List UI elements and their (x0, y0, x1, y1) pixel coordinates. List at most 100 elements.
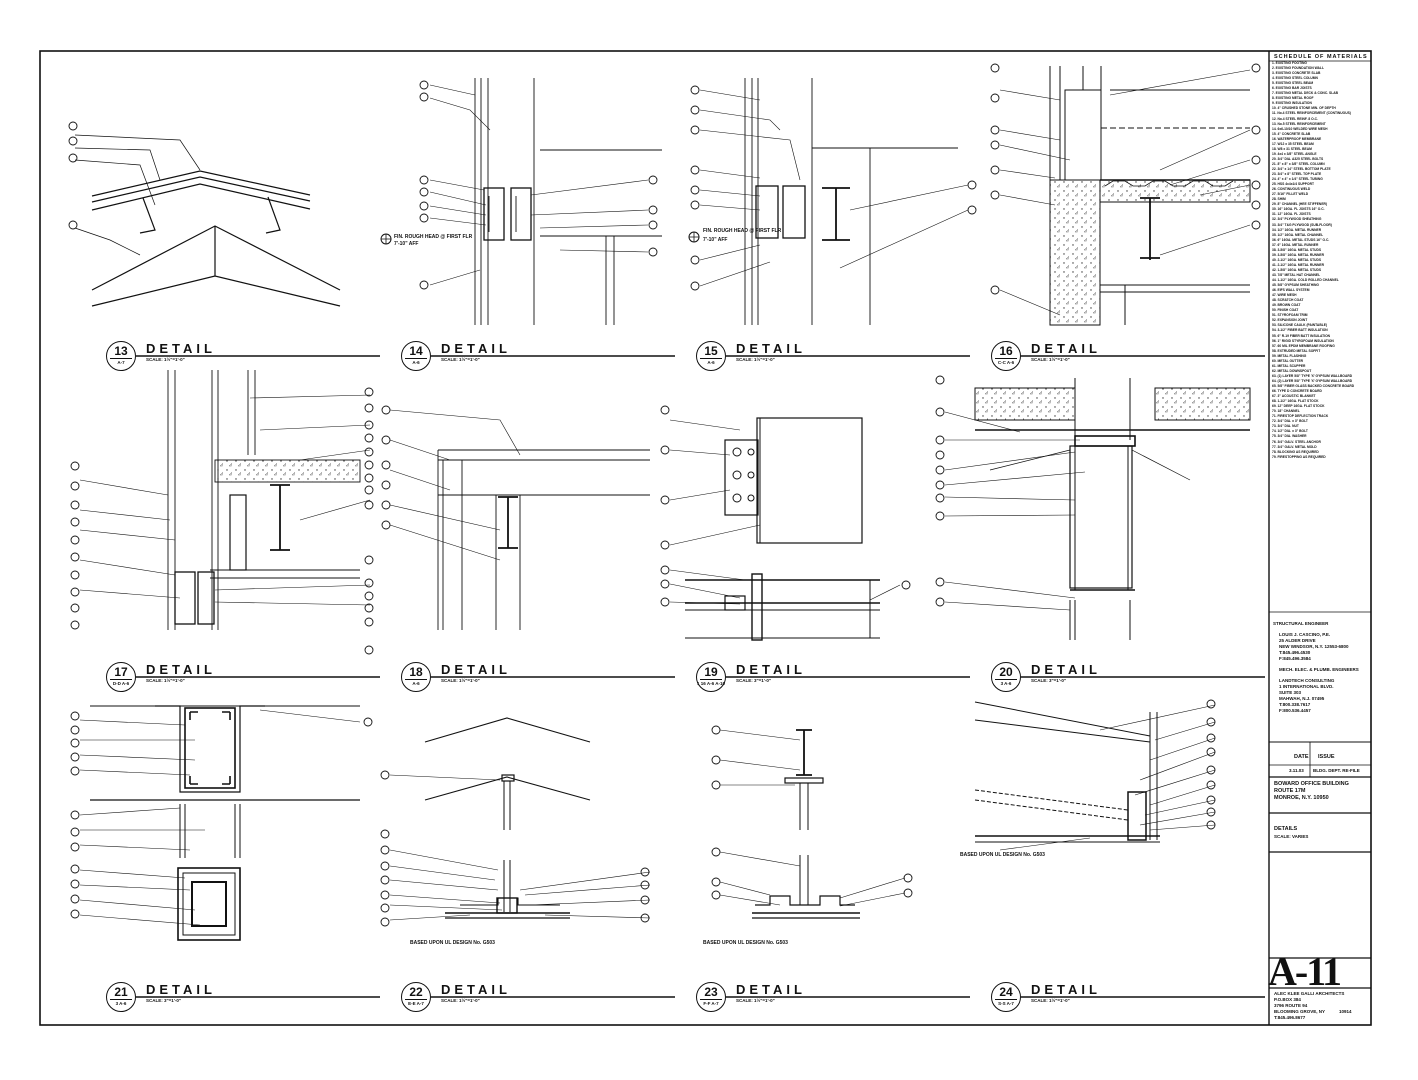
detail-scale: SCALE: 3"=1'-0" (736, 678, 771, 683)
detail-scale: SCALE: 1½"=1'-0" (736, 998, 775, 1003)
schedule-item: 33. 3/4" T&G PLYWOOD (SUB-FLOOR) (1272, 222, 1332, 227)
mep-engineer-address: 1 INTERNATIONAL BLVD. (1279, 684, 1334, 689)
detail-bubble: 17 D-D A-6 (106, 662, 136, 692)
schedule-item: 37. 6" 16GA. METAL RUNNER (1272, 242, 1319, 247)
schedule-item: 34. 1/2" 16GA. METAL RUNNER (1272, 227, 1322, 232)
schedule-item: 32. 3/4" PLYWOOD SHEATHING (1272, 217, 1322, 222)
detail-scale: SCALE: 1½"=1'-0" (441, 357, 480, 362)
schedule-item: 44. 1-1/2" 16GA. COLD ROLLED CHANNEL (1272, 278, 1339, 283)
architect-name: ALEC KLEE GALLI ARCHITECTS (1274, 991, 1345, 996)
detail-scale: SCALE: 3"=1'-0" (146, 998, 181, 1003)
schedule-item: 67. 3" ACOUSTIC BLANKET (1272, 394, 1316, 399)
detail-sheet-ref: S-S A-7 (998, 1001, 1014, 1006)
mep-engineer-city: MAHWAH, N.J. 07495 (1279, 696, 1325, 701)
schedule-item: 55. 6" R-19 FIBER BATT INSULATION (1272, 333, 1331, 338)
detail-label: DETAIL (1031, 982, 1101, 997)
schedule-item: 25. HSS 4x4x1/4 SUPPORT (1272, 182, 1314, 187)
detail-sheet-ref: F-F A-7 (703, 1001, 719, 1006)
schedule-item: 72. 3/4" DIA. x 3" BOLT (1272, 419, 1308, 424)
detail-bubble: 15 A-6 (696, 341, 726, 371)
detail-number: 15 (704, 344, 718, 358)
schedule-item: 46. EIFS WALL SYSTEM (1272, 288, 1310, 293)
detail-scale: SCALE: 1½"=1'-0" (736, 357, 775, 362)
detail-scale: SCALE: 1½"=1'-0" (146, 357, 185, 362)
schedule-item: 23. 3/4" x 8" STEEL TOP PLATE (1272, 172, 1322, 177)
schedule-item: 13. No.5 STEEL REINFORCEMENT (1272, 121, 1326, 126)
architect-zip: 10914 (1339, 1009, 1352, 1014)
detail-number: 13 (114, 344, 128, 358)
schedule-item: 1. EXISTING FOOTING (1272, 61, 1307, 65)
schedule-item: 45. 5/8" GYPSUM SHEATHING (1272, 283, 1319, 288)
fin-rough-head-height: 7'-10" AFF (703, 237, 728, 243)
schedule-item: 48. SCRATCH COAT (1272, 298, 1304, 303)
schedule-item: 68. 1-1/2" 16GA. FLAT STOCK (1272, 399, 1319, 404)
keynote-circles (68, 63, 1261, 927)
schedule-item: 31. 12" 16GA. FL JOISTS (1272, 212, 1311, 217)
schedule-item: 14. 6x6-10/10 WELDED WIRE MESH (1272, 126, 1328, 131)
schedule-item: 15. 4" CONCRETE SLAB (1272, 131, 1311, 136)
schedule-item: 19. 4x4 x 3/8" STEEL ANGLE (1272, 151, 1317, 156)
fin-rough-head-note: FIN. ROUGH HEAD @ FIRST FLR (703, 228, 782, 234)
sheet-border (39, 50, 1372, 1026)
detail-sheet-ref: 1 16 A-6 A-10 (697, 681, 725, 686)
mep-engineer-fax: F:800.536.4457 (1279, 708, 1311, 713)
schedule-item: 2. EXISTING FOUNDATION WALL (1272, 66, 1324, 71)
fin-rough-head-height: 7'-10" AFF (394, 241, 419, 247)
structural-engineer-label: STRUCTURAL ENGINEER (1273, 621, 1329, 626)
schedule-item: 57. 60 MIL EPDM MEMBRANE ROOFING (1272, 343, 1335, 348)
architect-po-box: P.O.BOX 384 (1274, 997, 1301, 1002)
schedule-item: 21. 8" x 8" x 3/8" STEEL COLUMN (1272, 161, 1325, 166)
architect-street: 3796 ROUTE 94 (1274, 1003, 1308, 1008)
detail-sheet-ref: A-7 (117, 360, 125, 365)
schedule-item: 65. 5/8" FIBER GLASS BACKED CONCRETE BOA… (1272, 384, 1355, 388)
schedule-item: 54. 3-1/2" FIBER BATT INSULATION (1272, 328, 1328, 333)
date-header: DATE (1294, 754, 1309, 760)
schedule-item: 47. WIRE MESH (1272, 293, 1297, 298)
schedule-item: 61. METAL SCUPPER (1272, 363, 1306, 368)
schedule-item: 40. 2-1/2" 16GA. METAL STUDS (1272, 257, 1322, 262)
schedule-item: 11. No.4 STEEL REINFORCEMENT (CONTINUOUS… (1272, 111, 1351, 116)
schedule-item: 62. METAL DOWNSPOUT (1272, 368, 1312, 373)
detail-bubble: 13 A-7 (106, 341, 136, 371)
schedule-item: 17. W12 x 35 STEEL BEAM (1272, 141, 1314, 146)
schedule-item: 29. 8" CHANNEL (HEE STIFFENER) (1272, 202, 1327, 207)
schedule-item: 18. W8 x 31 STEEL BEAM (1272, 146, 1312, 151)
schedule-item: 35. 1/2" 16GA. METAL CHANNEL (1272, 232, 1324, 237)
detail-scale: SCALE: 1½"=1'-0" (146, 678, 185, 683)
detail-number: 23 (704, 985, 718, 999)
detail-22-linework (389, 717, 651, 921)
detail-label: DETAIL (1031, 341, 1101, 356)
schedule-item: 30. 16" 16GA. FL JOISTS 16" O.C. (1272, 207, 1325, 212)
detail-sheet-ref: 3 A-6 (115, 1001, 127, 1006)
schedule-item: 36. 6" 16GA. METAL STUDS 16" O.C. (1272, 237, 1330, 242)
detail-number: 20 (999, 665, 1013, 679)
project-name: BOWARD OFFICE BUILDING (1274, 781, 1349, 787)
detail-bubble: 22 E-E A-7 (401, 982, 431, 1012)
detail-scale: SCALE: 1½"=1'-0" (441, 998, 480, 1003)
schedule-item: 43. 7/8" METAL HAT CHANNEL (1272, 272, 1321, 277)
detail-15-linework (688, 78, 969, 325)
detail-label: DETAIL (441, 982, 511, 997)
detail-label: DETAIL (736, 341, 806, 356)
schedule-item: 28. SHIM (1272, 197, 1286, 202)
schedule-item: 58. EXTRUDED METAL SOFFIT (1272, 348, 1321, 353)
fin-rough-head-note: FIN. ROUGH HEAD @ FIRST FLR (394, 234, 473, 240)
schedule-item: 71. FIRESTOP DEFLECTION TRACK (1272, 414, 1329, 419)
detail-20-linework (944, 378, 1251, 640)
sheet-title: DETAILS (1274, 826, 1298, 832)
schedule-item: 70. 18" CHANNEL (1272, 409, 1300, 414)
sheet-number: A-11 (1268, 949, 1342, 994)
schedule-item: 7. EXISTING METAL DECK & CONC. SLAB (1272, 91, 1339, 96)
ul-design-note: BASED UPON UL DESIGN No. G503 (703, 940, 788, 946)
issue-description: BLDG. DEPT. RE-FILE (1313, 768, 1360, 773)
schedule-item: 10. 4" CRUSHED STONE MIN. OF DEPTH (1272, 106, 1336, 111)
schedule-item: 78. BLOCKING AS REQUIRED (1272, 449, 1319, 454)
detail-bubble: 14 A-6 (401, 341, 431, 371)
detail-sheet-ref: D-D A-6 (112, 681, 130, 686)
structural-engineer-tel: T:845.496.4530 (1279, 650, 1311, 655)
schedule-item: 60. METAL GUTTER (1272, 358, 1304, 363)
detail-17-linework (79, 370, 371, 630)
schedule-item: 53. SILICONE CAULK (PAINTABLE) (1272, 323, 1328, 328)
